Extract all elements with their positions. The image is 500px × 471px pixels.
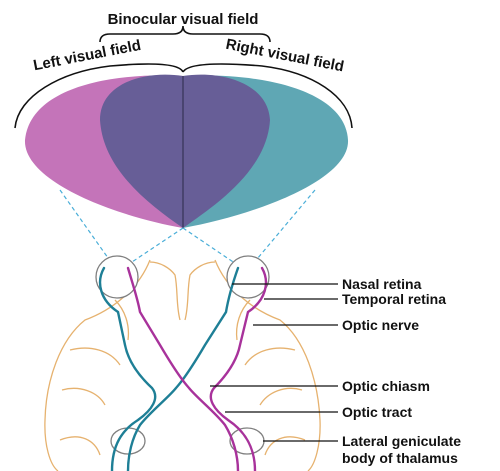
brain-sulcus-8 <box>264 436 306 456</box>
magenta-left-nasal-fiber <box>126 266 240 471</box>
label-temporal-retina: Temporal retina <box>342 291 446 307</box>
sightline-left-outer <box>59 189 114 266</box>
label-lgn-line1: Lateral geniculate <box>342 433 461 449</box>
brain-outline <box>44 259 321 471</box>
right-field-bracket <box>182 63 353 129</box>
magenta-right-temporal-fiber <box>209 266 268 471</box>
right-eye <box>226 255 270 299</box>
brain-sulcus-2 <box>61 387 106 406</box>
label-nasal-retina: Nasal retina <box>342 276 422 292</box>
sightline-right-inner <box>182 227 243 269</box>
brain-sulcus-5 <box>259 387 303 406</box>
left-field-bracket <box>14 63 184 129</box>
structure-labels: Nasal retina Temporal retina Optic nerve… <box>342 276 461 466</box>
binocular-visual-field-region <box>100 74 270 228</box>
binocular-bracket <box>99 25 271 43</box>
brain-sulcus-3 <box>114 299 130 341</box>
visual-fields <box>24 74 349 229</box>
label-lgn-line2: body of thalamus <box>342 450 458 466</box>
label-optic-nerve: Optic nerve <box>342 317 419 333</box>
left-field-label: Left visual field <box>32 37 142 75</box>
brain-sulcus-6 <box>235 299 251 341</box>
neural-pathways <box>98 266 268 471</box>
sightline-left-inner <box>122 227 184 269</box>
brain-sulcus-7 <box>59 436 101 456</box>
eyes-and-structures <box>95 255 270 455</box>
teal-right-nasal-fiber <box>126 266 240 471</box>
sightlines <box>59 189 316 269</box>
field-brackets <box>14 25 353 129</box>
sightline-right-outer <box>251 189 316 266</box>
binocular-field-label: Binocular visual field <box>108 11 259 28</box>
label-optic-tract: Optic tract <box>342 404 412 420</box>
left-lateral-geniculate-body <box>110 427 146 455</box>
left-eye <box>95 255 139 299</box>
brain-frontal-fold-left <box>149 261 181 321</box>
label-optic-chiasm: Optic chiasm <box>342 378 430 394</box>
leader-lines <box>210 283 338 442</box>
teal-left-temporal-fiber <box>98 266 157 471</box>
brain-sulcus-1 <box>69 347 121 366</box>
brain-frontal-fold-right <box>184 261 216 321</box>
brain-sulcus-4 <box>244 347 296 366</box>
